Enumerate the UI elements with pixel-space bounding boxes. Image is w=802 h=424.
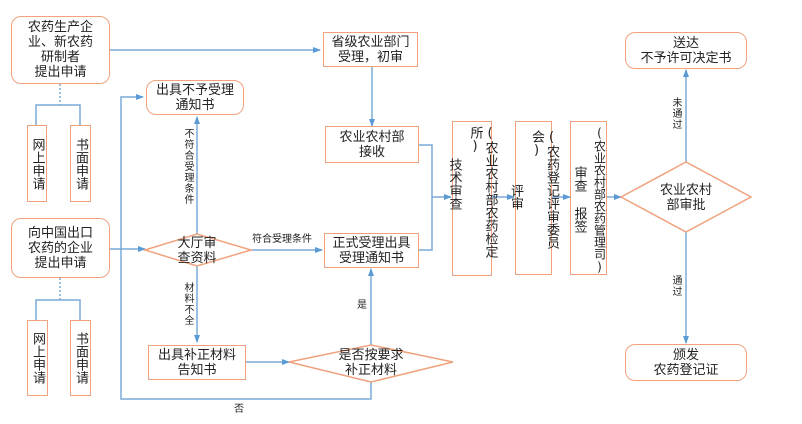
exporter-online-node: 网上申请 [27, 320, 48, 396]
supplement-check-diamond [288, 344, 454, 383]
reject-notice-label: 出具不予受理 通知书 [155, 82, 234, 113]
producer-applicant-label: 农药生产企 业、新农药 研制者 提出申请 [27, 20, 93, 80]
evaluation-org: (农药登记评审委员会) [529, 130, 559, 249]
edge-ministry-to-tech [419, 144, 433, 251]
report-org: (农业农村部农药管理司) [592, 126, 607, 274]
exporter-applicant-label: 向中国出口 农药的企业 提出申请 [27, 225, 93, 271]
supplement-notice-label: 出具补正材料 告知书 [157, 347, 236, 378]
edge-label-meet: 符合受理条件 [252, 234, 312, 245]
edge-label-incomplete: 材料不全 [182, 282, 193, 326]
exporter-paper-label: 书面申请 [73, 332, 88, 384]
formal-accept-label: 正式受理出具 受理通知书 [332, 235, 411, 266]
producer-applicant-node: 农药生产企 业、新农药 研制者 提出申请 [11, 16, 110, 84]
evaluation-node: (农药登记评审委员会) 评审 [508, 121, 559, 275]
ministry-receive-node: 农业农村部 接收 [325, 126, 419, 163]
producer-paper-node: 书面申请 [70, 125, 91, 202]
tech-review-node: (农业农村部农药检定所) 技术审查 [447, 121, 498, 276]
ministry-receive-label: 农业农村部 接收 [339, 129, 405, 160]
exporter-online-label: 网上申请 [30, 332, 45, 384]
reject-notice-node: 出具不予受理 通知书 [146, 80, 244, 115]
supplement-check-label: 是否按要求 补正材料 [338, 348, 404, 378]
edge-label-not-passed: 未通过 [670, 97, 681, 130]
edge-label-yes: 是 [357, 300, 367, 311]
hall-review-diamond [142, 233, 254, 267]
producer-online-node: 网上申请 [27, 125, 47, 202]
deliver-rejection-label: 送达 不予许可决定书 [640, 35, 732, 66]
provincial-node: 省级农业部门 受理，初审 [323, 32, 418, 67]
edge-label-not-meet: 不符合受理条件 [182, 128, 193, 205]
approval-label: 农业农村 部审批 [659, 183, 712, 213]
formal-accept-node: 正式受理出具 受理通知书 [324, 233, 419, 268]
edge-label-passed: 通过 [670, 275, 681, 297]
provincial-label: 省级农业部门 受理，初审 [331, 34, 410, 65]
issue-certificate-node: 颁发 农药登记证 [625, 344, 747, 381]
edge-check-no [120, 94, 372, 400]
issue-certificate-label: 颁发 农药登记证 [653, 347, 719, 378]
edge-exporter-channel-split [35, 299, 81, 320]
tech-review-label: 技术审查 [446, 158, 462, 210]
producer-online-label: 网上申请 [29, 137, 45, 190]
report-node: (农业农村部农药管理司) 审查 报签 [570, 121, 607, 275]
producer-paper-label: 书面申请 [73, 137, 88, 190]
tech-review-org: (农业农村部农药检定所) [467, 126, 498, 258]
supplement-notice-node: 出具补正材料 告知书 [148, 345, 246, 380]
exporter-applicant-node: 向中国出口 农药的企业 提出申请 [11, 218, 110, 278]
deliver-rejection-node: 送达 不予许可决定书 [625, 32, 747, 69]
hall-review-label: 大厅审 查资料 [177, 236, 217, 266]
edge-producer-channel-split [35, 104, 81, 125]
approval-diamond [619, 161, 753, 233]
report-label: 审查 报签 [571, 166, 587, 233]
edge-label-no: 否 [234, 404, 244, 415]
evaluation-label: 评审 [508, 184, 523, 210]
exporter-paper-node: 书面申请 [70, 320, 91, 396]
